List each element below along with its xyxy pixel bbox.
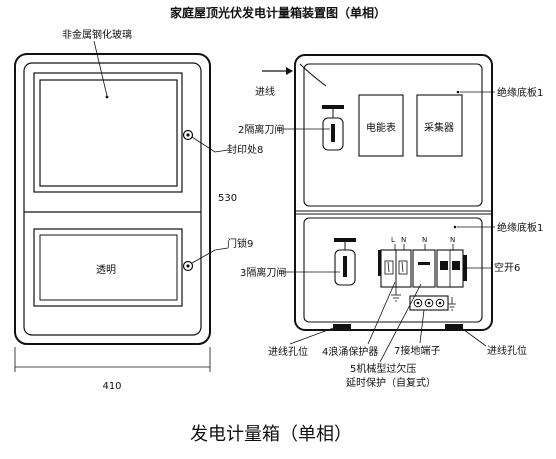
ground-terminal-label: 7接地端子 bbox=[394, 344, 440, 357]
relay-label-line2: 延时保护（自复式） bbox=[346, 376, 436, 389]
lock-label: 门锁9 bbox=[227, 237, 253, 250]
diagram-title: 家庭屋顶光伏发电计量箱装置图（单相） bbox=[170, 5, 386, 20]
terminal-n1: N bbox=[401, 236, 406, 244]
glass-center-dot bbox=[105, 95, 109, 99]
width-dim: 410 bbox=[102, 381, 121, 392]
front-inner-frame bbox=[23, 62, 202, 336]
relay-leader bbox=[379, 283, 422, 363]
ground-terminal-symbol-icon bbox=[448, 297, 456, 311]
inner-lower-panel bbox=[303, 217, 483, 323]
inlet-hole-right bbox=[445, 324, 463, 329]
terminal-n2: N bbox=[422, 236, 427, 244]
relay-label-line1: 5机械型过欠压 bbox=[350, 362, 416, 375]
transparent-window-inner bbox=[39, 234, 178, 301]
front-outer-frame bbox=[14, 53, 211, 345]
insulation-bottom-dot bbox=[453, 225, 457, 229]
insulation-top-label: 绝缘底板1 bbox=[497, 86, 543, 99]
isolator-2-label: 2隔离刀闸 bbox=[238, 123, 284, 136]
seal-label: 封印处8 bbox=[227, 143, 263, 156]
inlet-cable bbox=[299, 63, 327, 87]
inlet-arrow-icon bbox=[262, 67, 293, 75]
ground-symbol-icon bbox=[391, 287, 401, 302]
inlet-hole-right-label: 进线孔位 bbox=[487, 344, 527, 357]
glass-leader bbox=[93, 40, 108, 97]
data-collector bbox=[416, 94, 463, 157]
inlet-hole-right-leader bbox=[459, 326, 487, 347]
seal-leader bbox=[191, 136, 229, 153]
inlet-hole-left-label: 进线孔位 bbox=[268, 345, 308, 358]
diagram-caption: 发电计量箱（单相） bbox=[190, 424, 352, 445]
inlet-label: 进线 bbox=[255, 85, 275, 98]
energy-meter-label: 电能表 bbox=[366, 121, 396, 134]
ground-terminal-block bbox=[409, 295, 449, 311]
transparent-label: 透明 bbox=[96, 264, 116, 276]
insulation-bottom-label: 绝缘底板1 bbox=[497, 221, 543, 234]
seal-screw-icon bbox=[182, 129, 194, 141]
transparent-window-outer bbox=[33, 228, 183, 307]
voltage-relay bbox=[412, 249, 436, 288]
terminal-n3: N bbox=[450, 236, 455, 244]
surge-label: 4浪涌保护器 bbox=[322, 345, 378, 358]
inlet-hole-left bbox=[333, 324, 351, 329]
terminal-l: L bbox=[391, 236, 395, 244]
air-breaker bbox=[436, 249, 467, 288]
glass-window-inner bbox=[39, 79, 178, 187]
ground-terminal-leader bbox=[419, 309, 425, 344]
inner-view: 进线 2隔离刀闸 电能表 采集器 绝缘底板1 绝缘底板1 3隔离刀闸 bbox=[238, 54, 543, 389]
data-collector-label: 采集器 bbox=[424, 121, 454, 134]
surge-leader bbox=[367, 281, 396, 345]
isolator-switch-3 bbox=[334, 238, 356, 286]
breaker-label: 空开6 bbox=[494, 261, 520, 274]
lock-leader bbox=[191, 247, 229, 264]
glass-label: 非金属钢化玻璃 bbox=[62, 28, 132, 41]
inlet-hole-left-leader bbox=[289, 326, 337, 345]
inner-outer-frame bbox=[294, 54, 493, 331]
height-dim: 530 bbox=[218, 193, 237, 204]
glass-window-outer bbox=[33, 72, 183, 193]
energy-meter bbox=[358, 94, 404, 157]
surge-protector bbox=[378, 249, 412, 288]
insulation-top-dot bbox=[456, 90, 460, 94]
inner-upper-panel bbox=[303, 63, 483, 207]
door-lock-icon bbox=[182, 260, 194, 272]
isolator-switch-2 bbox=[322, 105, 344, 151]
isolator-3-label: 3隔离刀闸 bbox=[240, 266, 286, 279]
front-view: 透明 非金属钢化玻璃 封印处8 门锁9 530 410 bbox=[14, 28, 263, 392]
